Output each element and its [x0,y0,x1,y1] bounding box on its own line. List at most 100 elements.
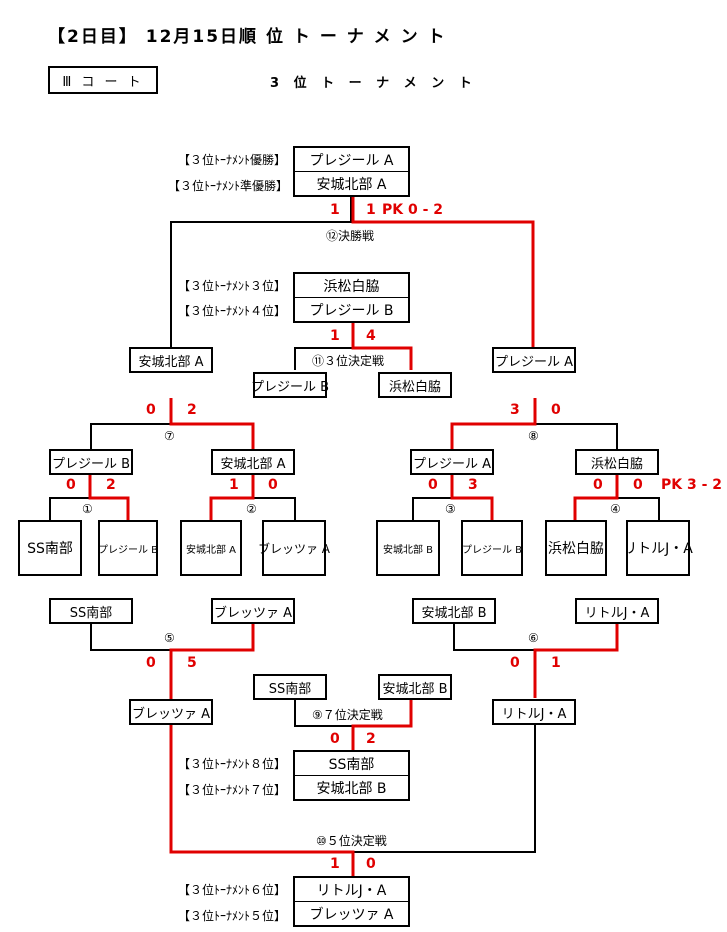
m1-line-winner [88,472,130,522]
m2-score-right: 0 [268,477,278,493]
fifth-match-label: ⑩５位決定戦 [316,834,387,848]
rank-2-label: 【３位ﾄｰﾅﾒﾝﾄ準優勝】 [168,179,289,193]
third-team-a: プレジール B [251,372,329,398]
rank-6-label: 【３位ﾄｰﾅﾒﾝﾄ６位】 [178,883,287,897]
m7-line-winner [169,398,255,452]
seventh-score-right: 2 [366,731,376,747]
m7-line-left [90,423,170,452]
m7-label: ⑦ [164,429,175,443]
third-line-winner [351,322,413,370]
rank-1-team: プレジール A [293,146,410,172]
seventh-line-left [294,698,353,727]
l6-team-b: リトルJ・A [575,598,659,624]
rank-4-label: 【３位ﾄｰﾅﾒﾝﾄ４位】 [178,304,287,318]
final-match-label: ⑫決勝戦 [326,229,375,243]
third-score-right: 4 [366,328,376,344]
rank-4-team: プレジール B [293,297,410,323]
m1-line-left [49,497,90,522]
m8-line-right [535,423,618,452]
semi-left-team: 安城北部 A [129,347,213,373]
l5-team-b: ブレッツァ A [211,598,295,624]
r1-team-2: プレジール B [98,520,158,576]
rank-8-label: 【３位ﾄｰﾅﾒﾝﾄ８位】 [178,757,287,771]
m8-score-right: 0 [551,402,561,418]
rank-1-label: 【３位ﾄｰﾅﾒﾝﾄ優勝】 [178,153,287,167]
m3-line-left [412,497,452,522]
final-pk-score: PK 0 - 2 [382,202,444,218]
m4-line-right [617,497,660,522]
r1-team-7: 浜松白脇 [545,520,607,576]
m4-label: ④ [610,502,621,516]
r1-team-1: SS南部 [18,520,82,576]
seventh-line-winner [351,698,413,750]
m4-score-right: 0 [633,477,643,493]
court-label: Ⅲ コ ー ト [48,66,158,94]
m6-line-winner [533,624,619,698]
q8-team-b: 浜松白脇 [575,449,659,475]
rank-6-team: リトルJ・A [293,876,410,902]
l5-team-a: SS南部 [49,598,133,624]
m2-line-right [253,497,296,522]
rank-3-label: 【３位ﾄｰﾅﾒﾝﾄ３位】 [178,279,287,293]
bracket-subtitle: 3 位 ト ー ナ メ ン ト [270,76,477,91]
page-title: 【2日目】 12月15日順 位 ト ー ナ メ ン ト [48,27,447,47]
third-team-b: 浜松白脇 [378,372,452,398]
l6-winner-team: リトルJ・A [492,699,576,725]
seventh-score-left: 0 [330,731,340,747]
q7-team-a: プレジール B [49,449,133,475]
m3-score-left: 0 [428,477,438,493]
rank-5-team: ブレッツァ A [293,901,410,927]
m5-line-winner [169,624,255,700]
m6-score-right: 1 [551,655,561,671]
semi-right-team: プレジール A [492,347,576,373]
rank-5-label: 【３位ﾄｰﾅﾒﾝﾄ５位】 [178,909,287,923]
m3-score-right: 3 [468,477,478,493]
r1-team-4: ブレッツァ A [258,520,330,576]
m8-line-winner [450,398,537,452]
m4-pk-score: PK 3 - 2 [661,477,723,493]
m7-score-right: 2 [187,402,197,418]
m5-label: ⑤ [164,631,175,645]
m5-score-right: 5 [187,655,197,671]
q8-team-a: プレジール A [410,449,494,475]
m4-line-winner [573,472,619,522]
r1-team-8: リトルJ・A [623,520,693,576]
m8-label: ⑧ [528,429,539,443]
rank-7-label: 【３位ﾄｰﾅﾒﾝﾄ７位】 [178,783,287,797]
fifth-score-right: 0 [366,856,376,872]
third-match-label: ⑪３位決定戦 [312,354,385,368]
m3-label: ③ [445,502,456,516]
final-line-winner [351,196,535,350]
m2-score-left: 1 [229,477,239,493]
m2-line-winner [209,472,255,522]
m1-label: ① [82,502,93,516]
rank-8-team: SS南部 [293,750,410,776]
rank-2-team: 安城北部 A [293,171,410,197]
seventh-team-b: 安城北部 B [378,674,452,700]
rank-3-team: 浜松白脇 [293,272,410,298]
third-score-left: 1 [330,328,340,344]
m6-label: ⑥ [528,631,539,645]
m7-score-left: 0 [146,402,156,418]
m4-score-left: 0 [593,477,603,493]
l6-team-a: 安城北部 B [412,598,496,624]
m3-line-winner [450,472,494,522]
r1-team-5: 安城北部 B [376,520,440,576]
seventh-match-label: ⑨７位決定戦 [312,708,383,722]
fifth-line-winner [169,722,355,876]
m1-score-right: 2 [106,477,116,493]
m2-label: ② [246,502,257,516]
final-score-right: 1 [366,202,376,218]
final-line-left [170,196,352,350]
m8-score-left: 3 [510,402,520,418]
seventh-team-a: SS南部 [253,674,327,700]
l5-winner-team: ブレッツァ A [129,699,213,725]
r1-team-6: プレジール B [461,520,523,576]
m6-score-left: 0 [510,655,520,671]
fifth-score-left: 1 [330,856,340,872]
m5-score-left: 0 [146,655,156,671]
rank-7-team: 安城北部 B [293,775,410,801]
q7-team-b: 安城北部 A [211,449,295,475]
